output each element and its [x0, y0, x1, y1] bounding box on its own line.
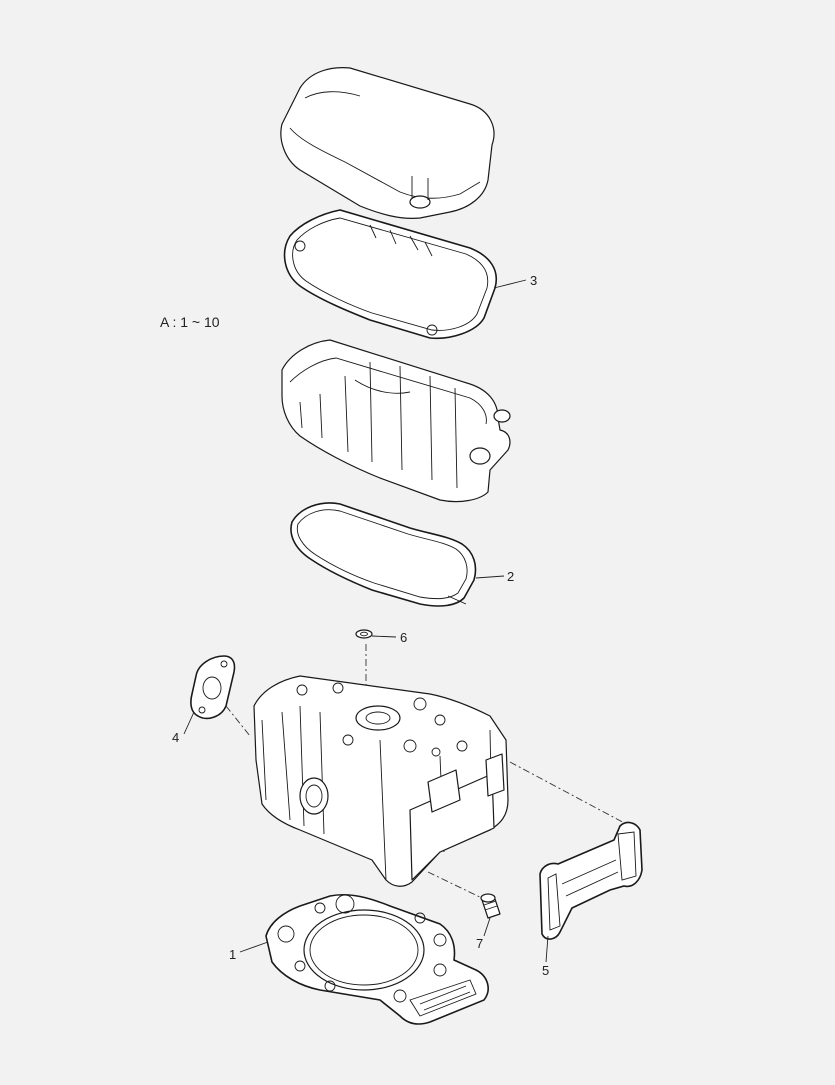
- callout-6: 6: [400, 630, 407, 645]
- plug: [480, 893, 501, 919]
- valve-cover-lower-gasket: [290, 502, 477, 607]
- leader-line-4: [183, 711, 195, 735]
- leader-lines: [183, 279, 549, 963]
- leader-line-1: [239, 941, 269, 953]
- callout-4: 4: [172, 730, 179, 745]
- callout-3: 3: [530, 273, 537, 288]
- valve-cover-upper-gasket: [283, 209, 497, 340]
- intake-flange-gasket: [190, 655, 251, 737]
- callout-5: 5: [542, 963, 549, 978]
- callout-2: 2: [507, 569, 514, 584]
- cylinder-head-gasket: [265, 893, 489, 1025]
- cylinder-head: [253, 675, 631, 901]
- leader-line-6: [371, 635, 397, 638]
- callout-1: 1: [229, 947, 236, 962]
- leader-line-2: [475, 575, 505, 579]
- valve-cover: [280, 67, 495, 219]
- exhaust-manifold-gasket: [539, 821, 643, 940]
- callout-7: 7: [476, 936, 483, 951]
- leader-line-7: [483, 917, 491, 937]
- scale-label: A : 1 ~ 10: [160, 314, 220, 330]
- leader-line-5: [545, 935, 549, 963]
- rocker-housing: [281, 339, 511, 503]
- leader-line-3: [493, 279, 527, 289]
